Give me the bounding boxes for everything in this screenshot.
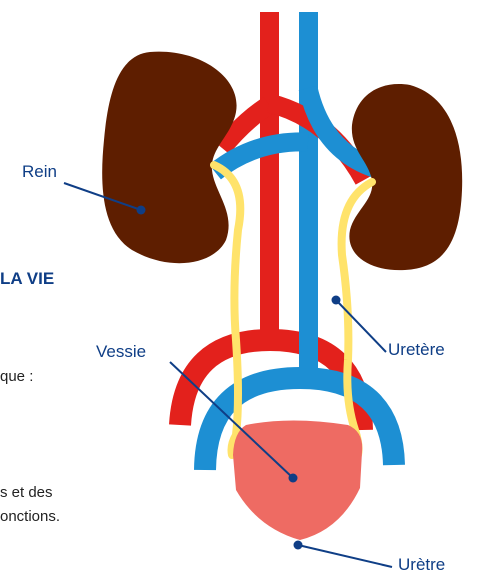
label-uretere: Uretère bbox=[388, 340, 445, 360]
cropped-text-line-1: que : bbox=[0, 368, 33, 385]
uretre-dot bbox=[294, 541, 303, 550]
uretere-dot bbox=[332, 296, 341, 305]
rein-dot bbox=[137, 206, 146, 215]
left-kidney bbox=[102, 52, 236, 264]
label-uretre: Urètre bbox=[398, 555, 445, 575]
vessie-dot bbox=[289, 474, 298, 483]
label-rein: Rein bbox=[22, 162, 57, 182]
cropped-text-line-3: onctions. bbox=[0, 508, 60, 525]
uretere-leader bbox=[336, 300, 386, 352]
aorta bbox=[260, 12, 279, 345]
uretre-leader bbox=[298, 545, 392, 567]
label-vessie: Vessie bbox=[96, 342, 146, 362]
cropped-text-line-2: s et des bbox=[0, 484, 53, 501]
vena-cava bbox=[299, 12, 318, 380]
cropped-heading: LA VIE bbox=[0, 269, 54, 289]
